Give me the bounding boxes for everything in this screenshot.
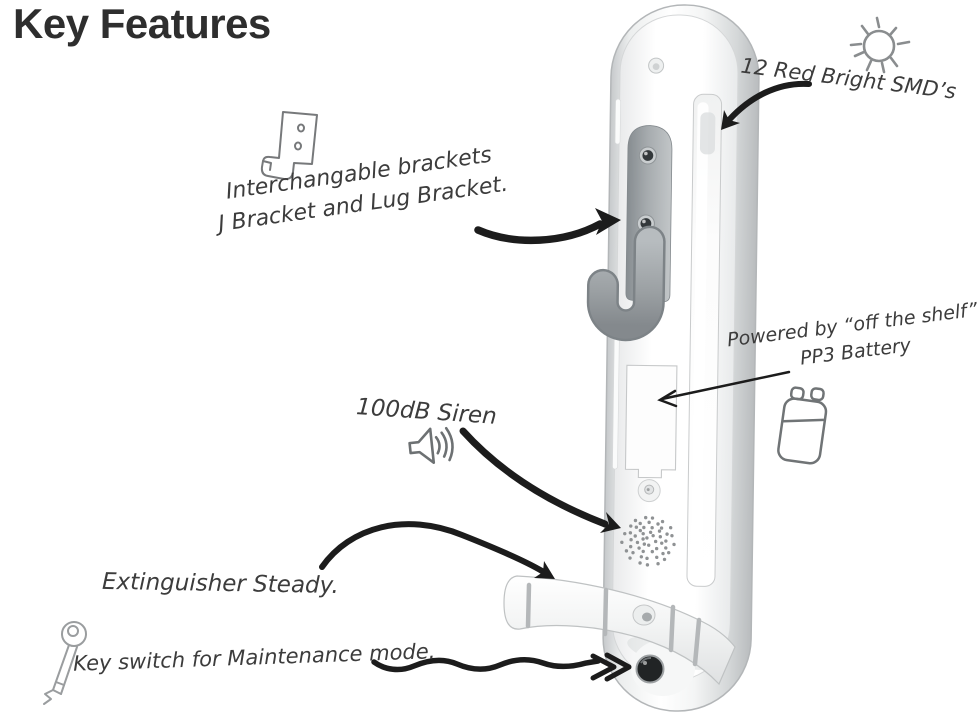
siren-arrow xyxy=(459,427,609,528)
plate-screw-top xyxy=(638,146,657,165)
extinguisher-label: Extinguisher Steady. xyxy=(101,568,339,599)
bracket-segment-line xyxy=(692,617,702,667)
extinguisher-annotation: Extinguisher Steady. xyxy=(102,566,353,603)
bracket-segment-line xyxy=(668,604,676,653)
brackets-arrow xyxy=(474,220,604,245)
keyswitch-wavy-arrow xyxy=(371,657,601,673)
battery-pointer-arrowhead xyxy=(657,389,678,408)
battery-door xyxy=(624,364,678,479)
battery-pointer-line xyxy=(660,370,791,401)
extinguisher-arrow xyxy=(319,521,545,574)
keyswitch-arrowhead xyxy=(604,652,632,682)
siren-arrowhead xyxy=(600,512,621,533)
extinguisher-steady-bracket xyxy=(503,575,736,686)
siren-grille xyxy=(620,515,676,567)
keyswitch-arrowhead xyxy=(590,653,617,681)
page-title: Key Features xyxy=(13,0,271,47)
j-bracket-icon xyxy=(260,111,318,181)
key-switch xyxy=(635,654,665,684)
speaker-icon xyxy=(408,426,454,464)
extinguisher-arrowhead xyxy=(534,561,555,579)
siren-label: 100dB Siren xyxy=(355,394,498,430)
j-hook xyxy=(589,228,664,339)
bracket-segment-line xyxy=(525,582,532,629)
side-slit xyxy=(614,98,621,145)
battery-icon xyxy=(777,386,828,465)
smd-arrowhead xyxy=(721,110,740,130)
smd-arrow xyxy=(726,80,812,123)
key-icon xyxy=(43,621,87,705)
bracket-hole-inner xyxy=(642,612,652,622)
light-strip-highlight xyxy=(691,102,709,577)
bracket-segment-line xyxy=(602,587,609,637)
sun-icon xyxy=(849,16,911,74)
brackets-arrowhead xyxy=(595,208,621,235)
light-strip-shade xyxy=(699,112,716,155)
top-hole-inner xyxy=(652,63,660,71)
battery-door-screw xyxy=(637,479,661,503)
